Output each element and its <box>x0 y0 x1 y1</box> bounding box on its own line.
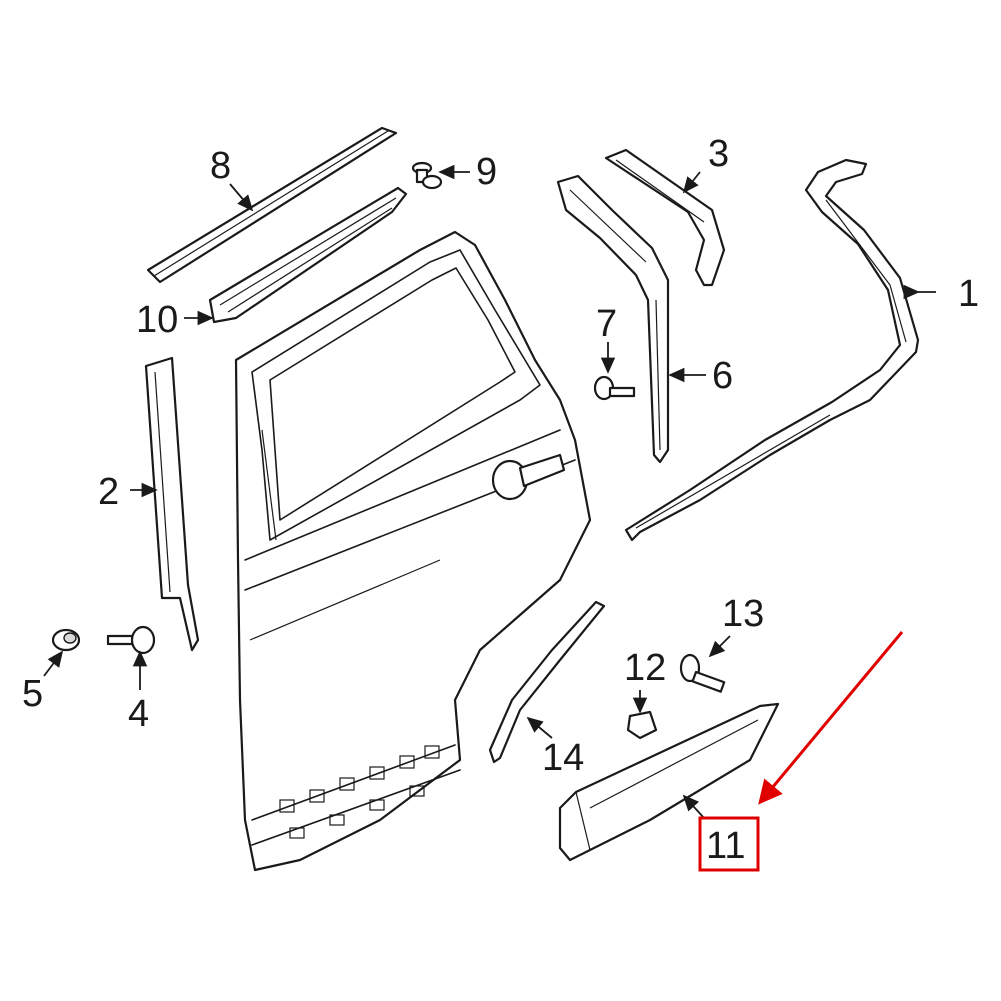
callout-8: 8 <box>210 145 231 187</box>
part-5-nut <box>51 628 81 652</box>
part-3-trim <box>604 148 726 287</box>
leader-lines <box>43 164 936 819</box>
callout-2: 2 <box>98 471 119 513</box>
part-10-weatherstrip <box>208 186 408 324</box>
callout-12: 12 <box>624 647 666 689</box>
rear-door-shell <box>234 230 592 872</box>
part-1-frame-seal <box>624 158 920 542</box>
part-12-clip <box>626 710 658 740</box>
callout-7: 7 <box>596 303 617 345</box>
callout-9: 9 <box>476 151 497 193</box>
callout-11: 11 <box>706 825 745 867</box>
callout-13: 13 <box>722 593 764 635</box>
highlight-box-11 <box>698 816 760 872</box>
part-9-clip <box>411 161 443 190</box>
part-13-bolt <box>679 653 726 693</box>
part-4-screw <box>106 625 156 655</box>
callout-6: 6 <box>712 355 733 397</box>
part-6-channel-bracket <box>556 174 670 464</box>
part-8-belt-moulding <box>146 126 398 284</box>
callout-14: 14 <box>542 737 584 779</box>
callout-1: 1 <box>958 273 979 315</box>
callout-5: 5 <box>22 673 43 715</box>
part-11-lower-moulding <box>558 702 780 862</box>
red-pointer-arrow <box>758 631 904 805</box>
callout-4: 4 <box>128 693 149 735</box>
part-14-arch-moulding <box>488 600 606 764</box>
part-2-pillar-applique <box>144 356 200 652</box>
part-7-bolt <box>593 375 636 401</box>
callout-3: 3 <box>708 133 729 175</box>
callout-10: 10 <box>136 299 178 341</box>
